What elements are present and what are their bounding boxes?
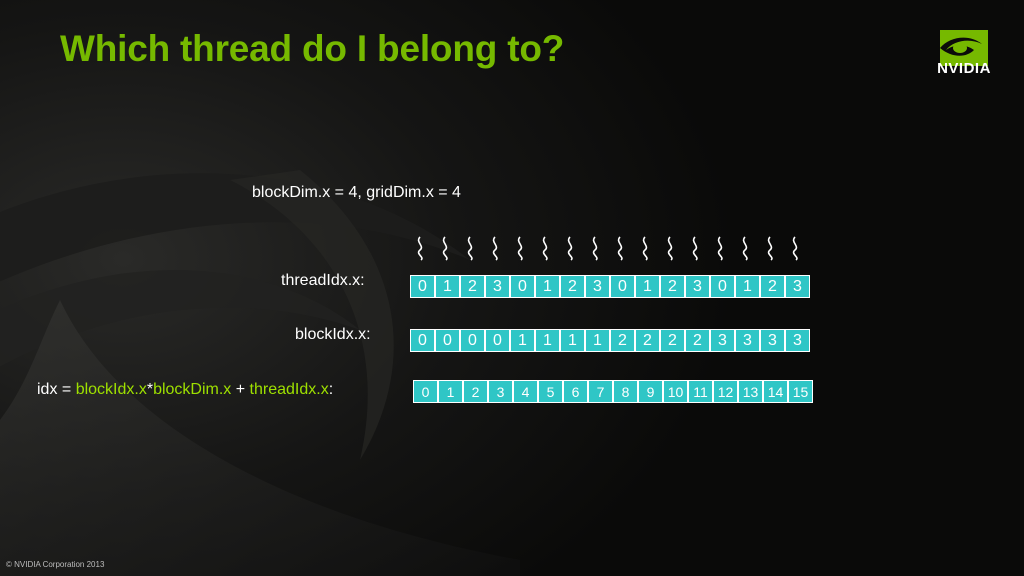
- thread-idx-cell: 0: [510, 275, 535, 298]
- squiggle-icon: [467, 236, 473, 261]
- thread-idx-cell: 2: [460, 275, 485, 298]
- block-idx-cell: 3: [735, 329, 760, 352]
- global-idx-cell: 2: [463, 380, 488, 403]
- thread-idx-cell: 1: [635, 275, 660, 298]
- block-idx-cell: 0: [485, 329, 510, 352]
- squiggle-icon: [517, 236, 523, 261]
- block-idx-label: blockIdx.x:: [295, 326, 371, 343]
- global-idx-cell: 10: [663, 380, 688, 403]
- thread-idx-cell: 3: [685, 275, 710, 298]
- idx-term-blockidx: blockIdx.x: [75, 381, 147, 398]
- nvidia-wordmark: NVIDIA: [937, 60, 991, 77]
- squiggle-icon: [792, 236, 798, 261]
- thread-squiggles: [417, 236, 798, 261]
- global-idx-cell: 15: [788, 380, 813, 403]
- block-idx-cell: 2: [660, 329, 685, 352]
- global-idx-cell: 11: [688, 380, 713, 403]
- thread-idx-cell: 0: [410, 275, 435, 298]
- thread-idx-cell: 3: [585, 275, 610, 298]
- thread-idx-label: threadIdx.x:: [281, 272, 365, 289]
- block-idx-cell: 3: [785, 329, 810, 352]
- global-idx-cell: 1: [438, 380, 463, 403]
- thread-idx-cell: 0: [610, 275, 635, 298]
- dims-label: blockDim.x = 4, gridDim.x = 4: [252, 184, 461, 201]
- block-idx-cell: 2: [635, 329, 660, 352]
- block-idx-cell: 0: [435, 329, 460, 352]
- global-idx-cell: 4: [513, 380, 538, 403]
- block-idx-cell: 1: [510, 329, 535, 352]
- global-idx-cell: 5: [538, 380, 563, 403]
- slide-title: Which thread do I belong to?: [60, 28, 565, 69]
- thread-idx-cell: 1: [735, 275, 760, 298]
- squiggle-icon: [592, 236, 598, 261]
- block-idx-cell: 1: [560, 329, 585, 352]
- block-idx-cell: 0: [460, 329, 485, 352]
- thread-idx-cell: 2: [760, 275, 785, 298]
- idx-prefix: idx =: [37, 381, 76, 398]
- idx-formula-label: idx = blockIdx.x*blockDim.x + threadIdx.…: [37, 381, 333, 399]
- squiggle-icon: [442, 236, 448, 261]
- global-idx-cell: 14: [763, 380, 788, 403]
- block-idx-cell: 1: [535, 329, 560, 352]
- squiggle-icon: [542, 236, 548, 261]
- squiggle-icon: [417, 236, 423, 261]
- global-idx-cell: 3: [488, 380, 513, 403]
- footer-copyright: © NVIDIA Corporation 2013: [6, 560, 105, 569]
- block-idx-cell: 3: [760, 329, 785, 352]
- squiggle-icon: [717, 236, 723, 261]
- squiggle-icon: [667, 236, 673, 261]
- global-idx-cell: 9: [638, 380, 663, 403]
- block-idx-cell: 3: [710, 329, 735, 352]
- squiggle-icon: [742, 236, 748, 261]
- global-idx-cell: 6: [563, 380, 588, 403]
- idx-term-blockdim: blockDim.x: [153, 381, 232, 398]
- squiggle-icon: [617, 236, 623, 261]
- thread-idx-cell: 2: [560, 275, 585, 298]
- thread-idx-cell: 2: [660, 275, 685, 298]
- block-idx-cell: 1: [585, 329, 610, 352]
- global-idx-cell: 13: [738, 380, 763, 403]
- idx-op-plus: +: [231, 381, 250, 398]
- thread-idx-cell: 3: [785, 275, 810, 298]
- global-idx-cell: 12: [713, 380, 738, 403]
- global-idx-cell: 0: [413, 380, 438, 403]
- nvidia-eye-icon: [940, 30, 988, 66]
- squiggle-icon: [567, 236, 573, 261]
- block-idx-cell: 0: [410, 329, 435, 352]
- squiggle-icon: [692, 236, 698, 261]
- thread-idx-cell: 0: [710, 275, 735, 298]
- block-idx-cell: 2: [685, 329, 710, 352]
- block-idx-cell: 2: [610, 329, 635, 352]
- thread-idx-cell: 3: [485, 275, 510, 298]
- idx-suffix: :: [328, 381, 334, 398]
- squiggle-icon: [642, 236, 648, 261]
- thread-idx-cell: 1: [435, 275, 460, 298]
- squiggle-icon: [767, 236, 773, 261]
- global-idx-cell: 8: [613, 380, 638, 403]
- thread-idx-cell: 1: [535, 275, 560, 298]
- idx-op-multiply: *: [146, 381, 154, 398]
- squiggle-icon: [492, 236, 498, 261]
- idx-term-threadidx: threadIdx.x: [249, 381, 329, 398]
- global-idx-cell: 7: [588, 380, 613, 403]
